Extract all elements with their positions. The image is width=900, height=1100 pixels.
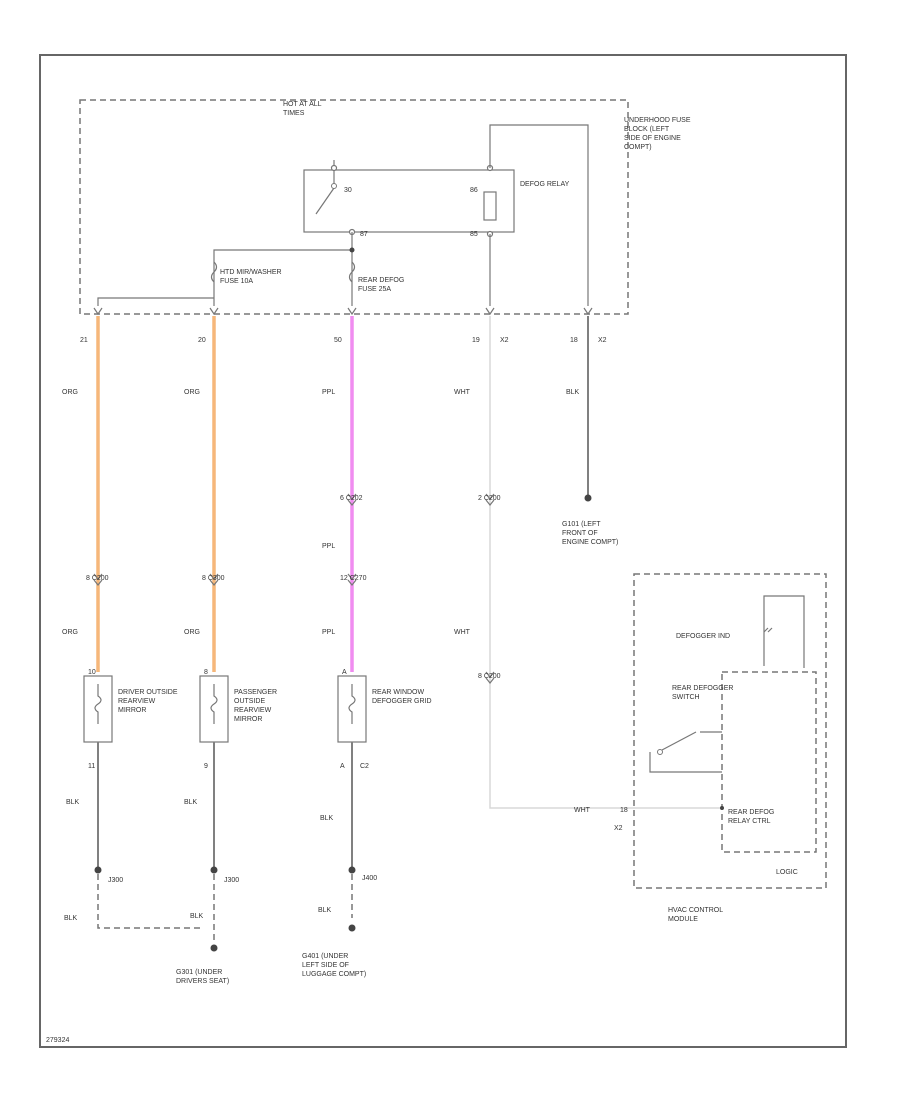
relay-pin-86: 86 xyxy=(470,187,478,194)
wire-label-blk-6: BLK xyxy=(318,907,332,914)
relay-pin-87: 87 xyxy=(360,231,368,238)
bus-splice-87 xyxy=(349,247,355,253)
indicator-circuit xyxy=(763,595,805,668)
connector-c202: 6 C202 xyxy=(340,495,363,502)
pin-19-conn: X2 xyxy=(500,337,509,344)
hvac-wire-label: WHT xyxy=(574,807,591,814)
ground-g401-dot xyxy=(348,924,356,932)
passenger-mirror-pin-top: 8 xyxy=(204,669,208,676)
rear-window-pin-bottom-conn: C2 xyxy=(360,763,369,770)
wire-label-wht-1: WHT xyxy=(454,389,471,396)
defogger-switch-node xyxy=(657,749,663,755)
fuse-block-terminals xyxy=(93,307,593,316)
defog-relay-label: DEFOG RELAY xyxy=(520,181,570,188)
splice-j400 xyxy=(348,866,356,874)
pin-19: 19 xyxy=(472,337,480,344)
ground-link-driver xyxy=(97,874,200,929)
hvac-logic-boundary xyxy=(721,671,817,853)
relay-coil-feed xyxy=(489,124,589,306)
hvac-logic-label: LOGIC xyxy=(776,869,798,876)
mirror-fuse-bus xyxy=(213,249,352,306)
heater-element-symbols xyxy=(94,684,356,724)
pin-18: 18 xyxy=(570,337,578,344)
connector-c300-passenger: 8 C300 xyxy=(202,575,225,582)
wire-label-org-4: ORG xyxy=(184,629,200,636)
defogger-switch-contact xyxy=(661,731,697,751)
hvac-pin-conn: X2 xyxy=(614,825,623,832)
wire-label-blk-2: BLK xyxy=(184,799,198,806)
hvac-pin-terminal xyxy=(720,806,724,810)
relay-contact xyxy=(315,187,335,215)
inline-connector-marks xyxy=(93,493,495,684)
relay-contact-node xyxy=(331,183,337,189)
defog-relay xyxy=(303,169,515,233)
hvac-indicator-label: DEFOGGER IND xyxy=(676,633,730,640)
pin-50: 50 xyxy=(334,337,342,344)
relay-coil xyxy=(483,191,497,221)
wire-label-org-1: ORG xyxy=(62,389,78,396)
wire-label-ppl-2: PPL xyxy=(322,543,335,550)
rear-window-pin-bottom: A xyxy=(340,763,345,770)
splice-label-j300-1: J300 xyxy=(108,877,123,884)
defogger-switch-circuit xyxy=(649,731,722,773)
wire-label-ppl-1: PPL xyxy=(322,389,335,396)
splice-label-j400: J400 xyxy=(362,875,377,882)
relay-pin-30: 30 xyxy=(344,187,352,194)
rear-window-pin-top: A xyxy=(342,669,347,676)
pin-18-conn: X2 xyxy=(598,337,607,344)
connector-c200-wht-1: 2 C200 xyxy=(478,495,501,502)
defog-fuse xyxy=(348,261,356,283)
connector-c200-wht-2: 8 C200 xyxy=(478,673,501,680)
passenger-mirror-pin-bottom: 9 xyxy=(204,763,208,770)
ground-g301-dot xyxy=(210,944,218,952)
wire-label-ppl-3: PPL xyxy=(322,629,335,636)
wire-label-blk-4: BLK xyxy=(64,915,78,922)
wire-label-blk-5: BLK xyxy=(190,913,204,920)
indicator-lamp xyxy=(763,627,773,633)
fuse-block-boundary xyxy=(79,99,629,315)
mirror-fuse xyxy=(210,261,218,283)
wire-label-org-2: ORG xyxy=(184,389,200,396)
driver-mirror-pin-bottom: 11 xyxy=(88,763,95,770)
diagram-frame xyxy=(39,54,847,1048)
wire-wht-relay-ctrl xyxy=(489,316,722,809)
connector-c270: 12 C270 xyxy=(340,575,367,582)
wire-label-blk-1: BLK xyxy=(66,799,80,806)
splice-label-j300-2: J300 xyxy=(224,877,239,884)
hvac-module-boundary xyxy=(633,573,827,889)
hvac-pin-label: 18 xyxy=(620,807,628,814)
pin-21: 21 xyxy=(80,337,88,344)
pin-20: 20 xyxy=(198,337,206,344)
figure-id: 279324 xyxy=(46,1037,69,1044)
mirror-bus-split xyxy=(97,297,214,306)
connector-c200-driver: 8 C200 xyxy=(86,575,109,582)
driver-mirror-pin-top: 10 xyxy=(88,669,96,676)
splice-j300-passenger xyxy=(210,866,218,874)
wire-label-wht-2: WHT xyxy=(454,629,471,636)
relay-pin-85: 85 xyxy=(470,231,478,238)
wire-label-org-3: ORG xyxy=(62,629,78,636)
wire-label-blk-3: BLK xyxy=(320,815,334,822)
splice-j300-driver xyxy=(94,866,102,874)
wire-label-blk-g101: BLK xyxy=(566,389,580,396)
relay-pin-30-terminal xyxy=(330,164,338,172)
ground-g101-dot xyxy=(584,494,592,502)
